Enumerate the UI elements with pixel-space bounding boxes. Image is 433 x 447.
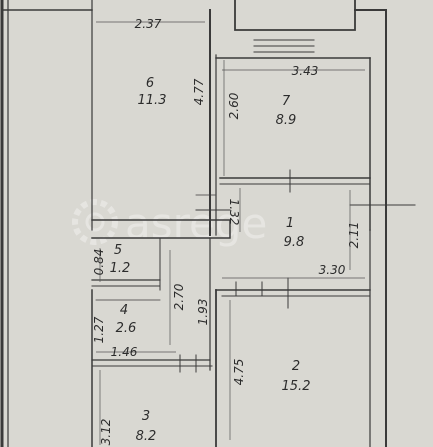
dim-hall-width: 1.32	[227, 199, 241, 226]
watermark-gear-icon	[72, 199, 118, 245]
dimension-lines	[96, 21, 365, 445]
dim-room4-width: 1.46	[111, 345, 138, 359]
dim-room5-height: 0.84	[92, 249, 106, 276]
watermark-text: asrege	[125, 199, 267, 248]
dim-room2-width: 3.30	[319, 263, 346, 277]
dim-room7-height: 2.60	[227, 92, 241, 119]
dimension-labels: 2.37 3.43 4.77 2.60 1.32 2.11 3.30 0.84 …	[92, 17, 361, 445]
balcony-wall	[234, 0, 356, 31]
room-1-area: 9.8	[284, 235, 305, 250]
room-6-number: 6	[146, 76, 154, 91]
room-2-number: 2	[292, 359, 300, 374]
room-4-area: 2.6	[116, 321, 137, 336]
dim-top-width: 2.37	[135, 17, 162, 31]
room-1-number: 1	[286, 216, 294, 231]
dim-room7-width: 3.43	[292, 64, 319, 78]
door-room3	[179, 354, 197, 373]
room-3-area: 8.2	[136, 429, 157, 444]
watermark: asrege	[72, 199, 267, 248]
window-balcony	[253, 39, 315, 53]
walls	[0, 0, 416, 447]
room-3-number: 3	[142, 409, 150, 424]
dim-room3-height: 3.12	[99, 419, 113, 446]
dim-room2-height: 4.75	[232, 359, 246, 386]
dim-room6-height: 4.77	[192, 78, 206, 105]
dim-bath-height: 2.70	[172, 283, 186, 310]
room-7-area: 8.9	[276, 113, 297, 128]
room-2-area: 15.2	[282, 379, 311, 394]
room-7-number: 7	[282, 94, 291, 109]
room-5-area: 1.2	[110, 261, 131, 276]
room-4-number: 4	[120, 303, 128, 318]
room-labels: 6 11.3 7 8.9 1 9.8 5 1.2 4 2.6 2 15.2 3 …	[110, 76, 311, 444]
dim-room4-height: 1.27	[92, 316, 106, 343]
wall-room5-top	[91, 219, 231, 239]
dim-hall-height: 2.11	[347, 222, 361, 249]
room-5-number: 5	[114, 243, 122, 258]
room-6-area: 11.3	[138, 93, 167, 108]
dim-corridor-height: 1.93	[196, 299, 210, 326]
